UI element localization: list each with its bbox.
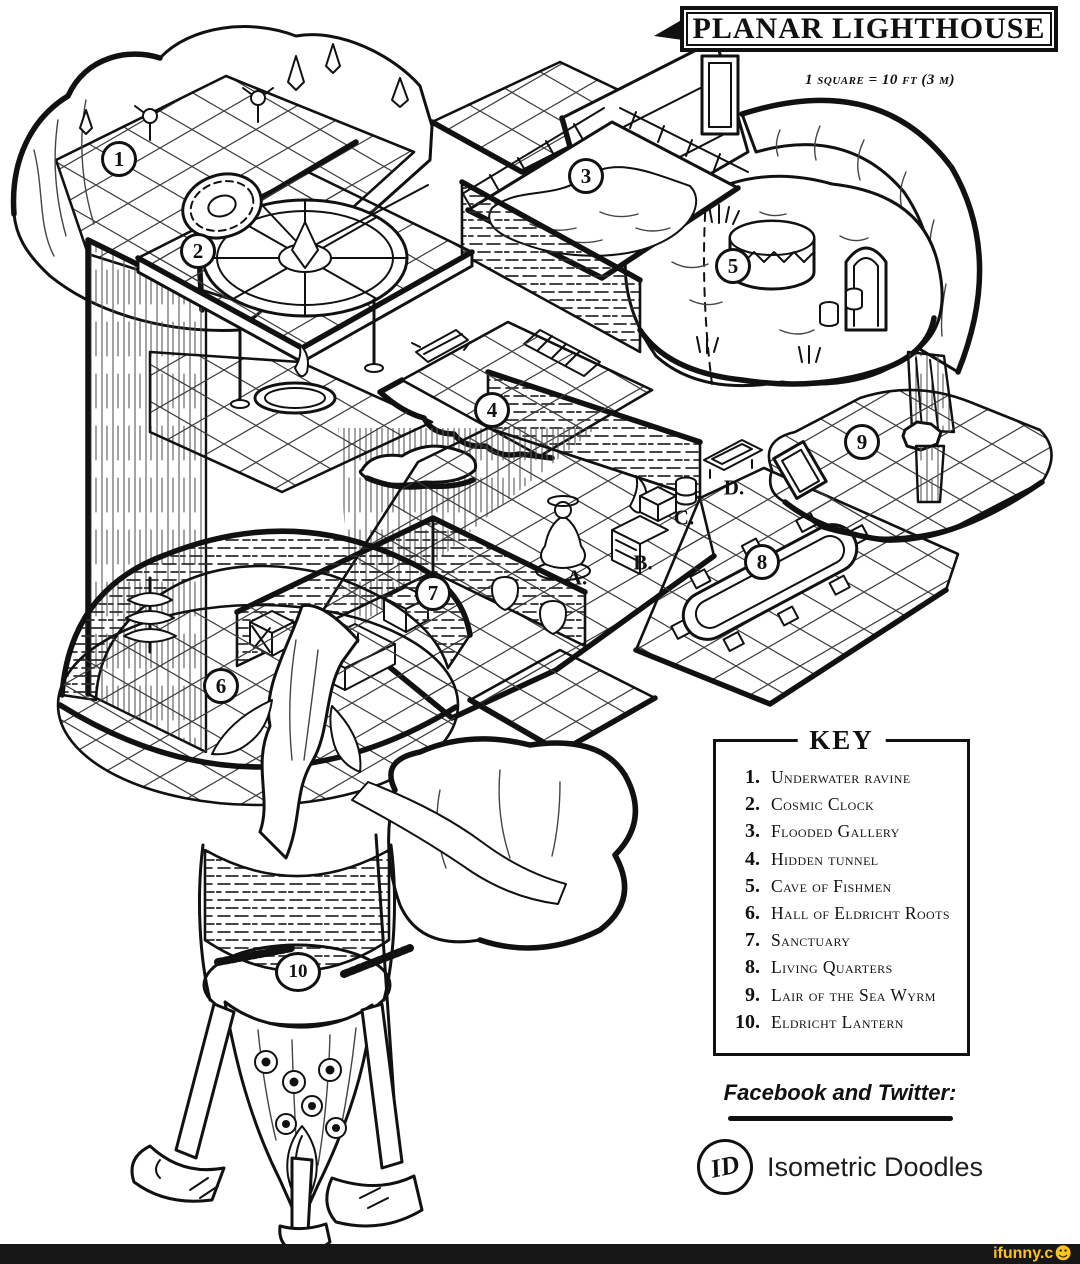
doorway (772, 440, 828, 500)
window-frame (700, 54, 740, 136)
map-marker-9: 9 (844, 424, 880, 460)
map-marker-5: 5 (715, 248, 751, 284)
key-item: 4. Hidden tunnel (726, 848, 959, 875)
right-cliff (739, 97, 983, 375)
under-level (148, 298, 434, 494)
social-underline (727, 1116, 953, 1121)
map-letter-c: C. (673, 505, 695, 530)
map-letter-d: D. (723, 475, 745, 500)
credits: Facebook and Twitter: ID Isometric Doodl… (660, 1080, 1020, 1201)
map-marker-3: 3 (568, 158, 604, 194)
room-eldricht-roots (56, 528, 473, 860)
ifunny-watermark-text: ifunny.c (993, 1245, 1054, 1262)
map-marker-2: 2 (180, 233, 216, 269)
key-item: 10. Eldricht Lantern (726, 1011, 959, 1038)
key-item-label: Eldricht Lantern (771, 1011, 904, 1032)
key-item-label: Underwater ravine (771, 767, 911, 787)
key-item-label: Flooded Gallery (771, 821, 900, 842)
key-item: 3. Flooded Gallery (726, 820, 959, 847)
statue-figure (535, 495, 591, 581)
key-item-number: 2. (745, 793, 760, 816)
ifunny-watermark-bar: ifunny.c☻ (0, 1244, 1080, 1264)
social-heading: Facebook and Twitter: (723, 1080, 957, 1105)
room-cave-of-fishmen (623, 174, 944, 388)
root-eyes (254, 1050, 347, 1139)
root-chamber (351, 736, 639, 951)
key-item: 6. Hall of Eldricht Roots (726, 902, 959, 929)
map-marker-8: 8 (744, 544, 780, 580)
key-item-number: 4. (745, 847, 760, 870)
map-marker-1: 1 (101, 141, 137, 177)
wall-upper-brick (459, 179, 643, 354)
key-item-label: Living Quarters (771, 957, 893, 978)
key-item-label: Hall of Eldricht Roots (771, 902, 950, 923)
map-key: KEY 1. Underwater ravine 2. Cosmic Clock 3… (713, 725, 970, 1056)
room-eldricht-lantern (130, 833, 424, 1253)
key-item: 5. Cave of Fishmen (726, 875, 959, 902)
key-item-number: 3. (745, 820, 760, 843)
hearth (611, 475, 669, 575)
key-item: 8. Living Quarters (726, 956, 959, 983)
spiral-stair (123, 576, 177, 654)
crystals (79, 43, 409, 135)
key-item-number: 5. (745, 874, 760, 897)
lantern-trunk (223, 1000, 374, 1227)
room-cosmic-clock (135, 170, 475, 494)
key-item-number: 8. (745, 956, 760, 979)
key-item-number: 6. (745, 901, 760, 924)
shield (491, 576, 519, 611)
key-item: 2. Cosmic Clock (726, 793, 959, 820)
smiley-icon: ☻ (1054, 1244, 1072, 1264)
key-item-label: Sanctuary (771, 930, 851, 951)
map-marker-6: 6 (203, 668, 239, 704)
fishman-doodles (134, 87, 274, 141)
key-heading: KEY (797, 725, 886, 756)
map-marker-7: 7 (415, 575, 451, 611)
key-item: 9. Lair of the Sea Wyrm (726, 984, 959, 1011)
trough (703, 439, 763, 479)
key-item-number: 9. (745, 983, 760, 1006)
key-list: 1. Underwater ravine 2. Cosmic Clock 3. Flo… (716, 742, 967, 1038)
map-letter-a: A. (566, 565, 588, 590)
great-root (211, 603, 362, 860)
key-item: 1. Underwater ravine (726, 766, 959, 793)
key-item-label: Cave of Fishmen (771, 875, 892, 896)
drum-altar (728, 219, 816, 291)
shield (539, 600, 567, 635)
isometric-doodles-logo-icon: ID (691, 1133, 759, 1201)
map-marker-10: 10 (275, 952, 321, 992)
tower-legs (130, 1002, 424, 1253)
jars (819, 287, 863, 327)
key-item-label: Lair of the Sea Wyrm (771, 984, 936, 1005)
crate-and-barrel (639, 476, 697, 522)
key-item-label: Hidden tunnel (771, 848, 879, 869)
key-item-label: Cosmic Clock (771, 794, 875, 815)
key-item-number: 10. (735, 1010, 760, 1033)
key-item-number: 7. (745, 929, 760, 952)
room-sea-wyrm-lair (767, 388, 1053, 543)
map-letter-b: B. (633, 550, 653, 575)
key-item: 7. Sanctuary (726, 929, 959, 956)
gear-cylinder (181, 172, 263, 240)
brand-name: Isometric Doodles (766, 1151, 984, 1182)
clock-wheel (201, 184, 429, 318)
fallen-pillar (411, 329, 471, 363)
title-plate: PLANAR LIGHTHOUSE (680, 6, 1058, 52)
hall-furnishings (535, 439, 763, 581)
key-item-number: 1. (745, 766, 760, 788)
page-title: PLANAR LIGHTHOUSE (686, 12, 1052, 46)
map-marker-4: 4 (474, 392, 510, 428)
scale-note: 1 square = 10 ft (3 m) (805, 72, 955, 88)
